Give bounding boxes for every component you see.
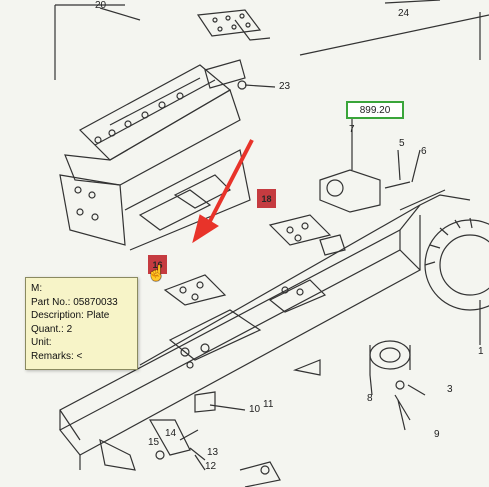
callout-8[interactable]: 8 bbox=[367, 393, 373, 404]
callout-6[interactable]: 6 bbox=[421, 146, 427, 157]
part-info-tooltip: M: Part No.: 05870033 Description: Plate… bbox=[25, 277, 138, 370]
tooltip-unit: Unit: bbox=[31, 337, 52, 348]
tooltip-title: M: bbox=[31, 283, 43, 294]
callout-14[interactable]: 14 bbox=[165, 428, 177, 439]
callout-13[interactable]: 13 bbox=[207, 447, 219, 458]
callout-23[interactable]: 23 bbox=[279, 81, 291, 92]
hotspot-18[interactable]: 18 bbox=[257, 189, 276, 208]
callout-12[interactable]: 12 bbox=[205, 461, 217, 472]
callout-15[interactable]: 15 bbox=[148, 437, 160, 448]
callout-24[interactable]: 24 bbox=[398, 8, 410, 19]
callout-3[interactable]: 3 bbox=[447, 384, 453, 395]
callout-11[interactable]: 11 bbox=[263, 399, 274, 410]
tooltip-remarks: Remarks: < bbox=[31, 350, 83, 362]
callout-1[interactable]: 1 bbox=[478, 346, 484, 357]
price-label: 899.20 bbox=[346, 101, 404, 119]
tooltip-part-number: Part No.: 05870033 bbox=[31, 296, 118, 308]
callout-7[interactable]: 7 bbox=[349, 124, 355, 135]
hotspot-16[interactable]: 16 bbox=[148, 255, 167, 274]
tooltip-description: Description: Plate bbox=[31, 310, 110, 321]
callout-5[interactable]: 5 bbox=[399, 138, 405, 149]
callout-10[interactable]: 10 bbox=[249, 404, 261, 415]
callout-9[interactable]: 9 bbox=[434, 429, 440, 440]
hand-pointer-icon: ☝ bbox=[147, 265, 166, 282]
callout-20[interactable]: 20 bbox=[95, 0, 107, 11]
tooltip-quantity: Quant.: 2 bbox=[31, 323, 73, 335]
